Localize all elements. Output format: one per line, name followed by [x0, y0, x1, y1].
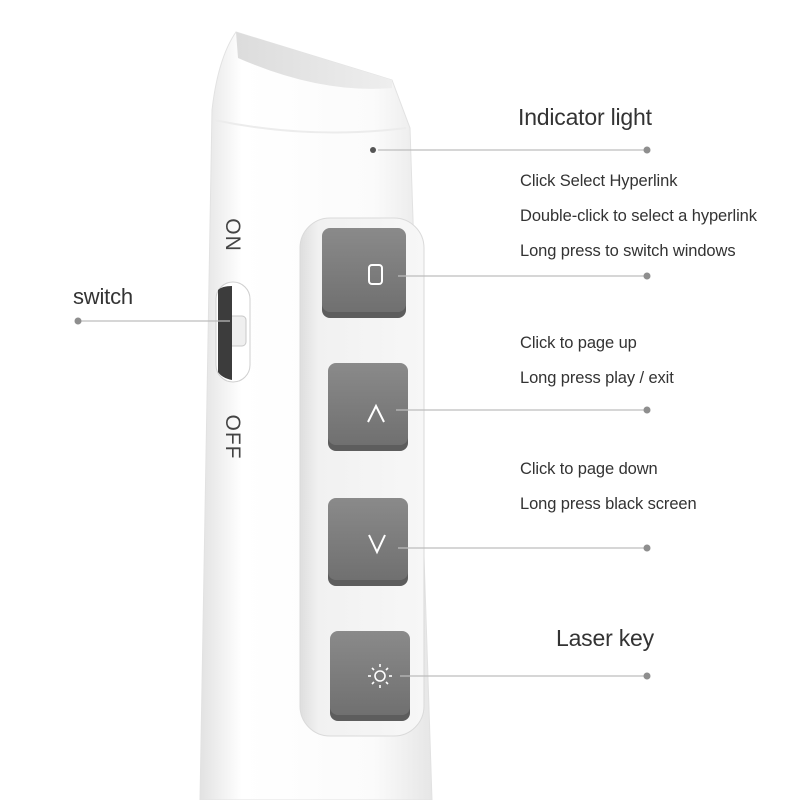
page-down-line-2: Long press black screen	[520, 495, 697, 513]
select-line-3: Long press to switch windows	[520, 242, 736, 260]
button-panel	[299, 217, 425, 737]
page-up-button[interactable]	[328, 363, 408, 451]
chevron-down-icon	[368, 534, 386, 555]
indicator-light-title: Indicator light	[518, 104, 652, 130]
callout-lines	[78, 149, 645, 677]
page-down-button[interactable]	[328, 498, 408, 586]
remote-top-cap	[236, 32, 392, 89]
laser-button[interactable]	[330, 631, 410, 721]
switch-off-label: OFF	[221, 414, 244, 460]
sun-icon	[368, 664, 392, 688]
callout-dots	[74, 146, 651, 680]
page-down-line-1: Click to page down	[520, 460, 658, 478]
square-icon	[368, 264, 383, 285]
select-line-1: Click Select Hyperlink	[520, 172, 678, 190]
chevron-up-icon	[367, 403, 385, 423]
switch-on-label: ON	[221, 218, 244, 252]
page-up-line-2: Long press play / exit	[520, 369, 674, 387]
switch-title: switch	[73, 284, 133, 309]
indicator-light	[370, 147, 376, 153]
select-line-2: Double-click to select a hyperlink	[520, 207, 757, 225]
laser-key-title: Laser key	[556, 625, 654, 651]
page-up-line-1: Click to page up	[520, 334, 637, 352]
select-button[interactable]	[322, 228, 406, 318]
